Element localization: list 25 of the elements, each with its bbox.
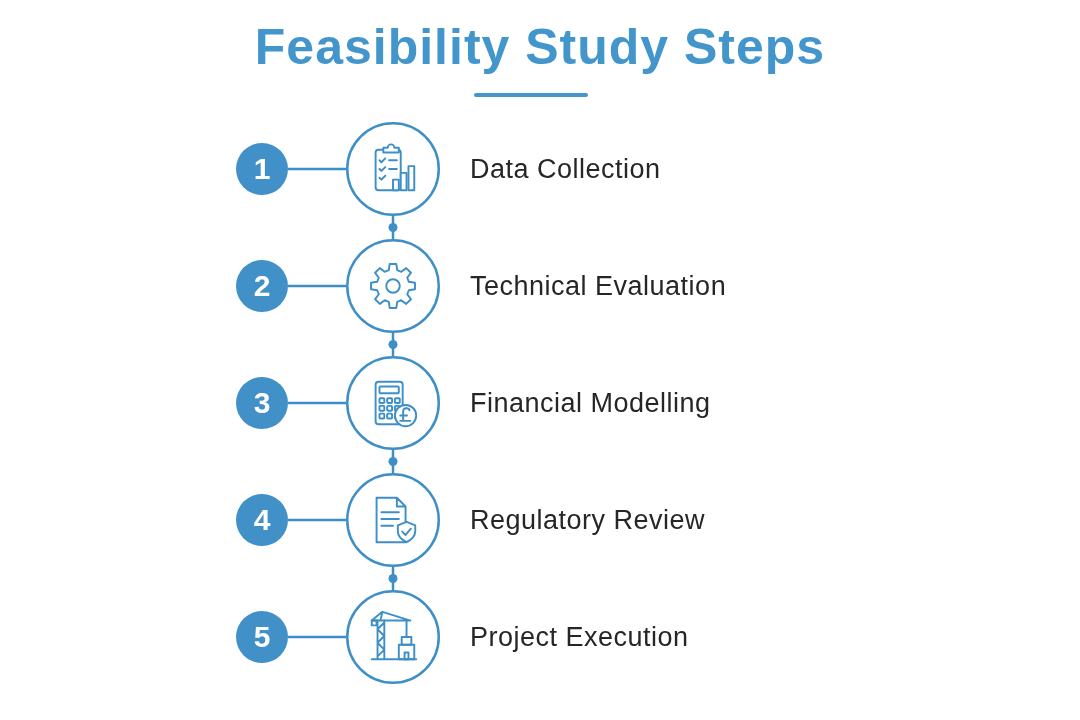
step-label: Technical Evaluation [470,270,727,302]
connector-line [391,216,395,239]
step-label: Project Execution [470,621,689,653]
step-circle [346,473,440,567]
connector-line [288,635,346,639]
number-circle: 3 [236,377,288,429]
step-circle [346,356,440,450]
step-circle [346,122,440,216]
connector-line [288,284,346,288]
step-label: Regulatory Review [470,504,706,536]
step-circle [346,590,440,684]
step-label: Financial Modelling [470,387,711,419]
step-label: Data Collection [470,153,661,185]
diagram-title: Feasibility Study Steps [254,22,826,72]
connector-line [391,450,395,473]
connector-line [391,567,395,590]
number-circle: 1 [236,143,288,195]
connector-line [288,167,346,171]
number-circle: 2 [236,260,288,312]
connector-line [391,333,395,356]
number-circle: 5 [236,611,288,663]
number-circle: 4 [236,494,288,546]
connector-line [288,518,346,522]
connector-line [288,401,346,405]
step-circle [346,239,440,333]
